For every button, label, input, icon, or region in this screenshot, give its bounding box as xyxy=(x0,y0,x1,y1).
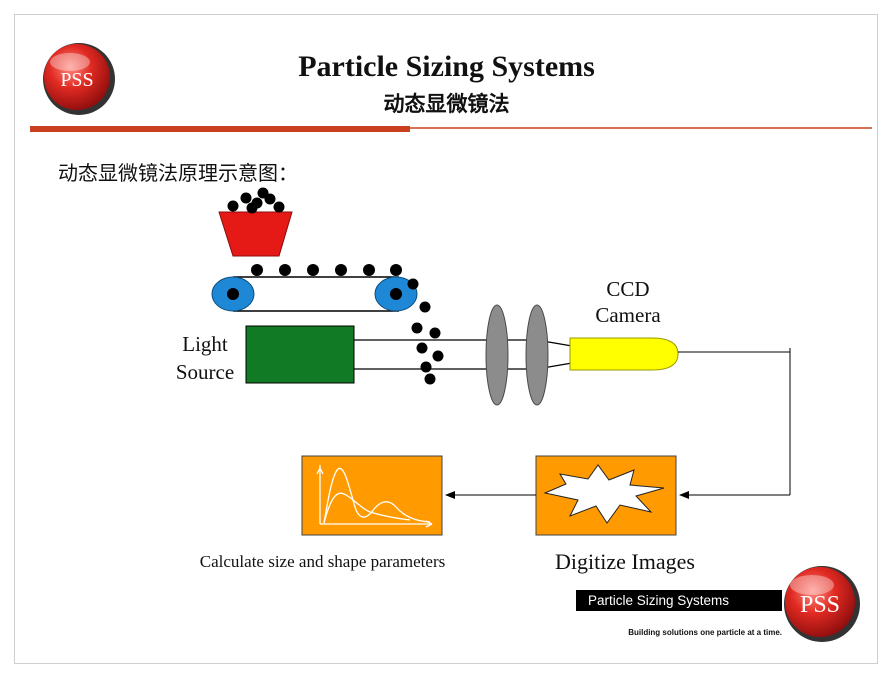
particle-hopper xyxy=(218,187,293,257)
particle-stream xyxy=(251,264,444,385)
digitize-box xyxy=(535,455,677,536)
digitize-burst-icon xyxy=(543,464,665,524)
footer-tagline: Building solutions one particle at a tim… xyxy=(628,628,782,637)
calculate-label: Calculate size and shape parameters xyxy=(199,552,446,571)
digitize-label: Digitize Images xyxy=(555,549,695,574)
diagram-heading: 动态显微镜法原理示意图： xyxy=(58,161,298,185)
ccd-camera-label-line1: CCD xyxy=(606,277,650,301)
header-accent-bar xyxy=(30,126,410,132)
ccd-camera-label: CCD Camera xyxy=(570,276,686,328)
light-source-label-line2: Source xyxy=(175,360,235,384)
lens-1 xyxy=(485,304,509,406)
slide-subtitle: 动态显微镜法 xyxy=(383,92,510,116)
light-source-label-line1: Light xyxy=(182,332,228,356)
distribution-graph-icon xyxy=(316,465,433,528)
slide-frame xyxy=(14,14,878,664)
lens-2 xyxy=(525,304,549,406)
pss-logo-bottom: PSS xyxy=(784,566,860,642)
ccd-camera-label-line2: Camera xyxy=(595,303,661,327)
footer-banner: Particle Sizing Systems xyxy=(576,590,782,611)
pss-logo-top: PSS xyxy=(43,43,115,115)
slide-title: Particle Sizing Systems xyxy=(298,50,595,83)
light-source-box xyxy=(245,325,355,384)
pss-logo-bottom-text: PSS xyxy=(800,592,840,618)
pss-logo-top-text: PSS xyxy=(60,69,93,91)
signal-path xyxy=(678,348,791,499)
conveyor-belt xyxy=(211,276,418,312)
ccd-camera xyxy=(569,337,679,371)
light-source-label: Light Source xyxy=(155,330,255,386)
calculate-box xyxy=(301,455,443,536)
